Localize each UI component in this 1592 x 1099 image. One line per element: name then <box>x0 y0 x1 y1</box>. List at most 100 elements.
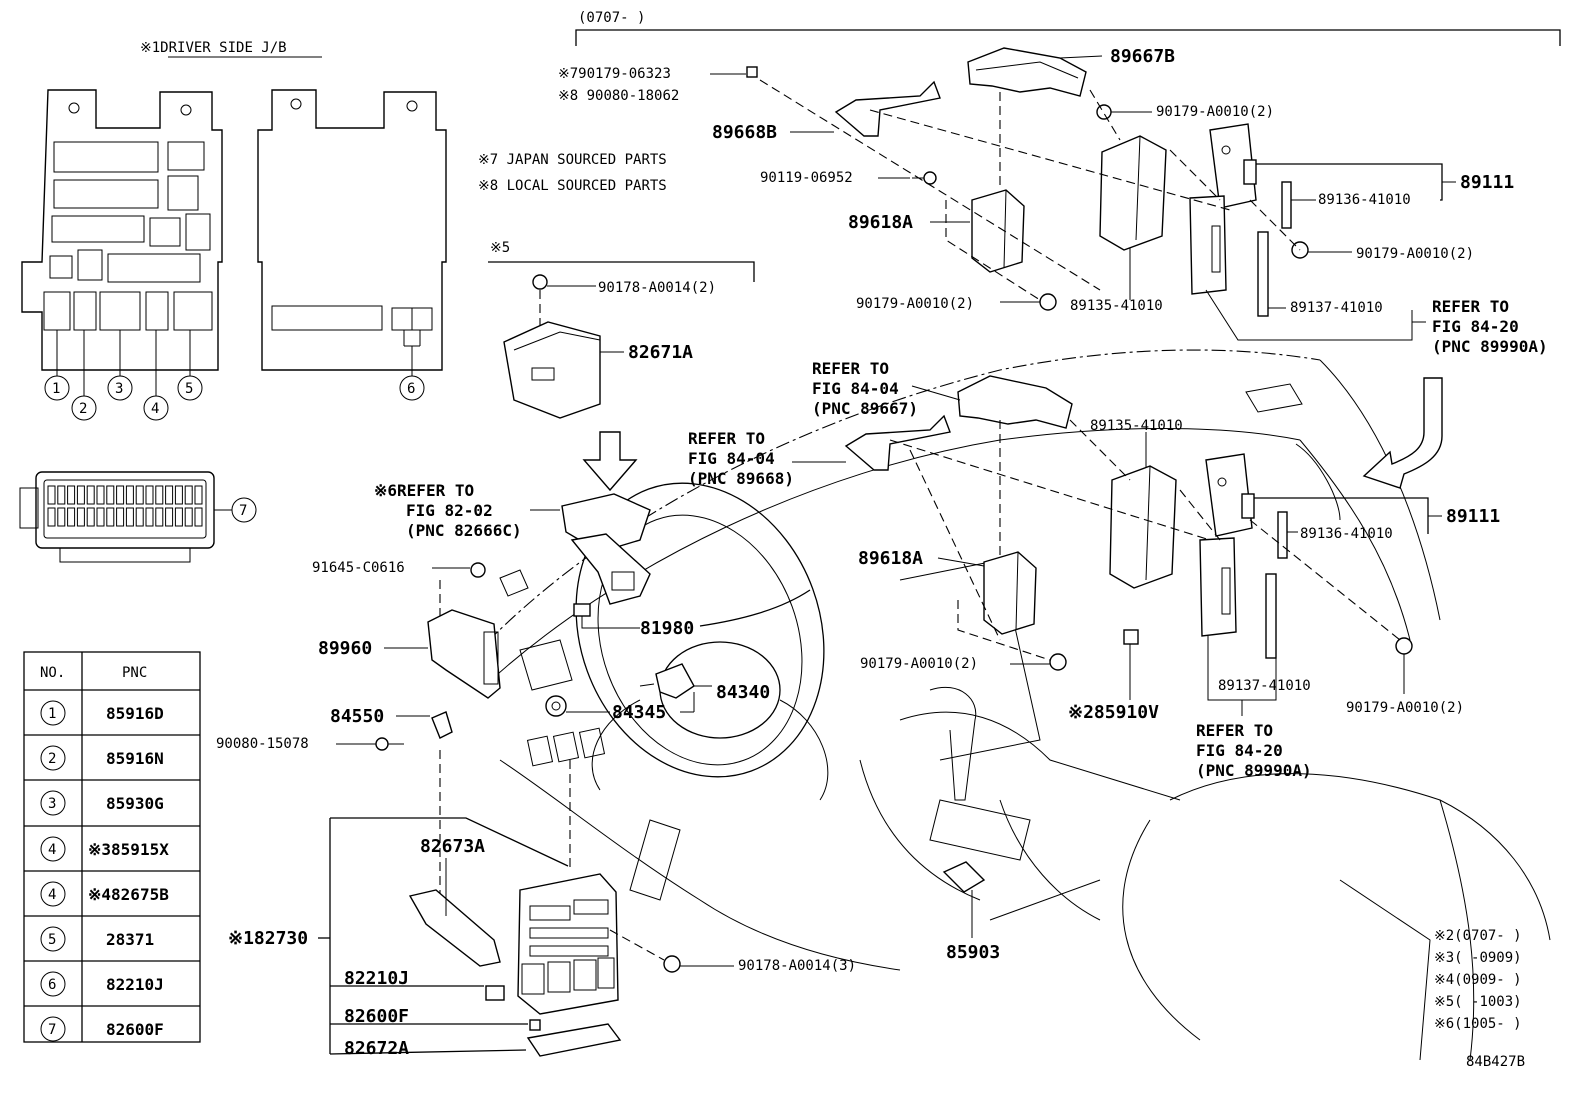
svg-text:82600F: 82600F <box>106 1020 164 1039</box>
relay-block-82666c: ※6REFER TO FIG 82-02 (PNC 82666C) <box>374 481 651 605</box>
connector-pin <box>145 507 154 527</box>
label-89135-top: 89135-41010 <box>1070 298 1163 314</box>
connector-pin <box>96 507 105 527</box>
jb-callout-6: 6 <box>399 375 425 401</box>
label-90179-a0010-top1: 90179-A0010(2) <box>1156 104 1274 120</box>
arrow-curve-icon <box>1362 377 1443 489</box>
bracket-89668b: 89668B <box>712 80 941 143</box>
clip-84550: 84550 <box>330 706 453 739</box>
connector-pin <box>174 507 183 527</box>
ecu-89135-mid: 89135-41010 <box>1090 418 1183 589</box>
connector-pin <box>135 485 144 505</box>
jb-callout-2: 2 <box>71 395 97 421</box>
bolt-90179-06323: ※790179-06323 ※8 90080-18062 <box>558 66 758 104</box>
table-row: 4 ※385915X <box>40 836 169 862</box>
cover-plate-mid: 89137-41010 REFER TO FIG 84-20 (PNC 8999… <box>1196 537 1312 780</box>
driver-jb-title: ※1DRIVER SIDE J/B <box>140 40 287 56</box>
date-range-label: (0707- ) <box>578 10 645 26</box>
jb-callout-7: 7 <box>239 503 247 519</box>
jb-callout-1: 1 <box>44 375 70 401</box>
label-90179-06323: ※790179-06323 <box>558 66 671 82</box>
jb-connector-block: 7 <box>19 471 257 563</box>
label-refer-8420-top-c: (PNC 89990A) <box>1432 337 1548 356</box>
table-row: 2 85916N <box>40 745 164 771</box>
jb-front-view <box>21 89 223 396</box>
ecu-89135-top: 89135-41010 <box>1070 135 1167 314</box>
label-89668b: 89668B <box>712 122 777 143</box>
label-refer-8420-top-a: REFER TO <box>1432 297 1509 316</box>
ecu-89618a-top: 89618A <box>848 189 1025 273</box>
svg-text:85916N: 85916N <box>106 749 164 768</box>
jb-back-view <box>257 89 447 376</box>
label-90080-18062: ※8 90080-18062 <box>558 88 679 104</box>
nut-90179-a0010-top: 90179-A0010(2) <box>1096 104 1274 120</box>
svg-text:1: 1 <box>52 381 60 397</box>
label-89136-mid: 89136-41010 <box>1300 526 1393 542</box>
svg-text:2: 2 <box>48 751 56 767</box>
label-84345: 84345 <box>612 702 666 723</box>
table-header-pnc: PNC <box>122 665 147 681</box>
table-row: 3 85930G <box>40 790 164 816</box>
bracket-82671a-group: ※5 90178-A0014(2) 82671A <box>488 240 755 419</box>
connector-pin <box>125 485 134 505</box>
table-row: 5 28371 <box>40 926 154 952</box>
svg-text:4: 4 <box>48 842 56 858</box>
bolt-91645-c0616: 91645-C0616 <box>312 560 486 660</box>
module-89111-top: 89111 <box>1209 123 1514 209</box>
label-84550: 84550 <box>330 706 384 727</box>
svg-text:2: 2 <box>79 401 87 417</box>
pnc-table: NO. PNC 1 85916D 2 85916N 3 85930G 4 ※38… <box>23 651 201 1043</box>
svg-text:82210J: 82210J <box>106 975 164 994</box>
svg-text:6: 6 <box>407 381 415 397</box>
svg-text:※4(0909- ): ※4(0909- ) <box>1434 972 1522 988</box>
svg-text:85916D: 85916D <box>106 704 164 723</box>
connector-pin <box>47 485 56 505</box>
table-row: 1 85916D <box>40 700 164 726</box>
table-header-no: NO. <box>40 665 65 681</box>
label-90179-a0010-mid: 90179-A0010(2) <box>860 656 978 672</box>
label-82210j: 82210J <box>344 968 409 989</box>
connector-pin <box>165 507 174 527</box>
footnotes: ※2(0707- ) ※3( -0909) ※4(0909- ) ※5( -10… <box>1434 928 1522 1032</box>
connector-pin <box>184 507 193 527</box>
svg-text:※5( -1003): ※5( -1003) <box>1434 994 1522 1010</box>
label-82673a: 82673A <box>420 836 485 857</box>
svg-text:6: 6 <box>48 977 56 993</box>
switch-81980: 81980 <box>573 589 811 639</box>
svg-text:1: 1 <box>48 706 56 722</box>
driver-side-jb-section: ※1DRIVER SIDE J/B <box>19 40 447 563</box>
jb-callout-3: 3 <box>107 375 133 401</box>
connector-pin <box>106 507 115 527</box>
label-refer-82666-a: ※6REFER TO <box>374 481 474 500</box>
connector-pin <box>116 485 125 505</box>
label-refer-82666-c: (PNC 82666C) <box>406 521 522 540</box>
label-84340: 84340 <box>716 682 770 703</box>
label-89111-top: 89111 <box>1460 172 1514 193</box>
svg-text:3: 3 <box>48 796 56 812</box>
svg-text:5: 5 <box>48 932 56 948</box>
label-refer-8420-top-b: FIG 84-20 <box>1432 317 1519 336</box>
label-refer-8420-mid-a: REFER TO <box>1196 721 1273 740</box>
label-refer-89668-a: REFER TO <box>688 429 765 448</box>
label-85910v: ※285910V <box>1068 702 1159 723</box>
connector-89136-mid: 89136-41010 <box>1277 511 1393 559</box>
connector-pin <box>86 485 95 505</box>
note-local-sourced: ※8 LOCAL SOURCED PARTS <box>478 178 667 194</box>
connector-pin <box>76 507 85 527</box>
label-90080-15078: 90080-15078 <box>216 736 309 752</box>
label-refer-8420-mid-b: FIG 84-20 <box>1196 741 1283 760</box>
nut-90179-a0010-top2: 90179-A0010(2) <box>1291 241 1474 262</box>
bracket-refer-89667: REFER TO FIG 84-04 (PNC 89667) <box>812 359 1073 429</box>
screw-90119-06952: 90119-06952 <box>760 170 937 186</box>
connector-pin <box>165 485 174 505</box>
bracket-89667b: 89667B <box>967 46 1175 97</box>
jb-82730-assembly: ※182730 82673A 82210J 82600F 82672A <box>228 817 622 1059</box>
connector-pin <box>67 507 76 527</box>
svg-text:5: 5 <box>185 381 193 397</box>
svg-text:3: 3 <box>115 381 123 397</box>
label-82671a: 82671A <box>628 342 693 363</box>
svg-text:4: 4 <box>151 401 159 417</box>
connector-pin <box>194 507 203 527</box>
connector-pin <box>57 507 66 527</box>
